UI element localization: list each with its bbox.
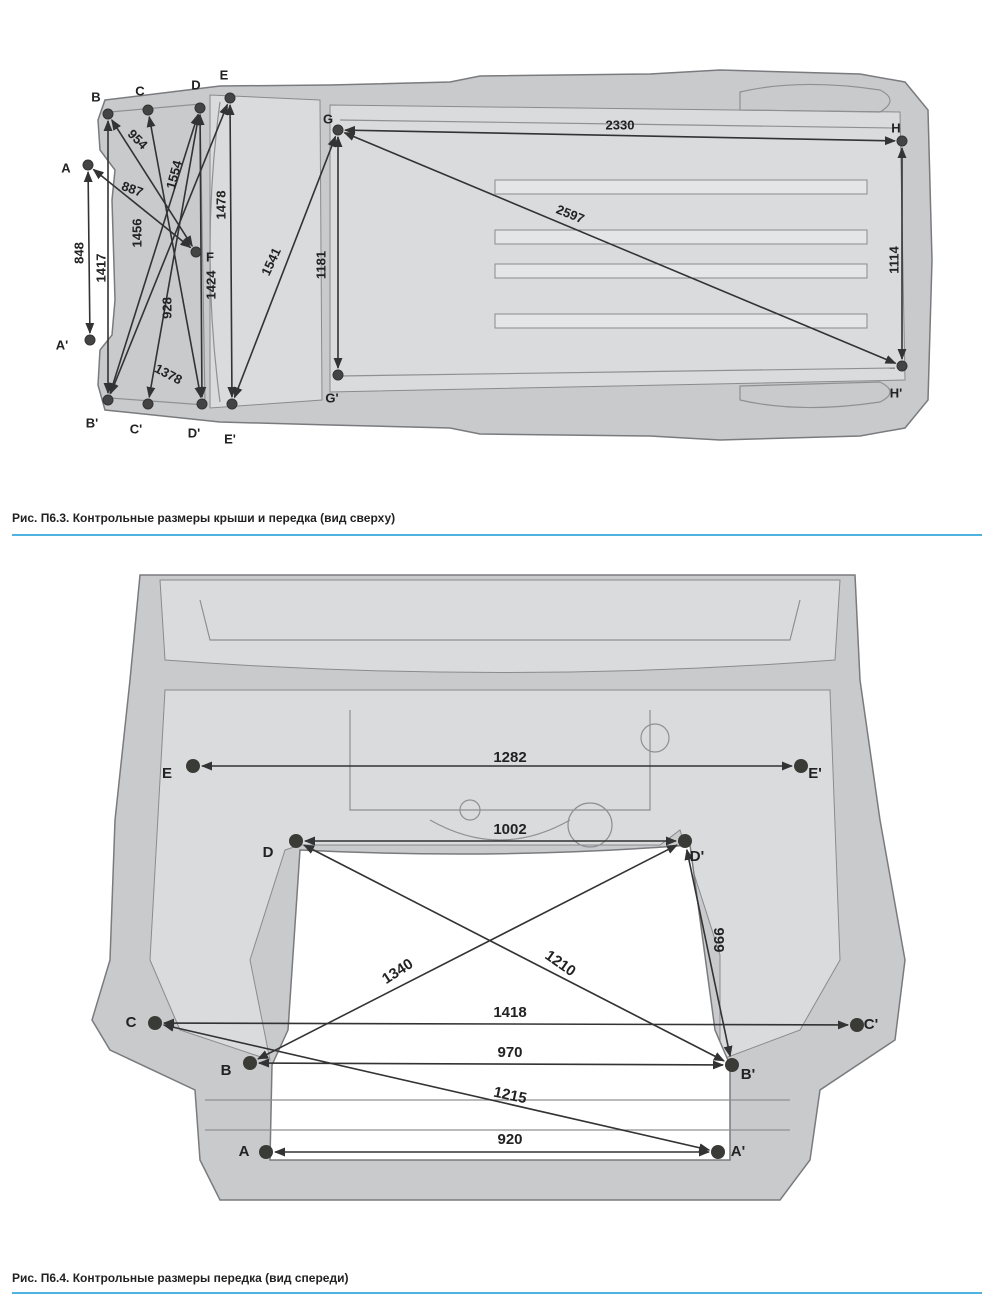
dimension-label: 1424: [203, 270, 218, 300]
point-e-marker: [224, 92, 236, 104]
control-points: A A' B B' C C' D D' E E' F G G' H H': [56, 67, 908, 446]
point-a-marker: [82, 159, 94, 171]
dimension-label: 1181: [313, 251, 328, 279]
point-d-prime-label: D': [690, 848, 704, 865]
point-c-marker: [142, 104, 154, 116]
point-d-marker: [194, 102, 206, 114]
car-body-outline: [97, 69, 933, 441]
point-b-label: B: [221, 1062, 232, 1079]
point-h-prime-label: H': [890, 385, 902, 400]
front-body-outline: [91, 574, 906, 1201]
dimension-label: 1456: [129, 219, 144, 248]
point-d-prime-label: D': [188, 425, 200, 440]
dimension-lines: [162, 761, 850, 1157]
dimension-line-848: [83, 170, 95, 335]
point-e-marker: [186, 759, 200, 773]
point-b-prime-label: B': [741, 1066, 755, 1083]
point-c-prime-label: C': [130, 421, 142, 436]
point-b-marker: [102, 108, 114, 120]
point-b-prime-marker: [725, 1058, 739, 1072]
point-c-prime-label: C': [864, 1016, 878, 1033]
dimension-label: 1282: [493, 749, 526, 766]
point-d-marker: [289, 834, 303, 848]
caption-divider: [12, 1292, 982, 1294]
point-e-prime-label: E': [808, 765, 822, 782]
point-e-prime-marker: [794, 759, 808, 773]
figure-caption-top-view: Рис. П6.3. Контрольные размеры крыши и п…: [12, 511, 396, 525]
figure-caption-front-view: Рис. П6.4. Контрольные размеры передка (…: [12, 1271, 349, 1285]
point-g-prime-marker: [332, 369, 344, 381]
dimension-label: 970: [497, 1044, 522, 1061]
point-f-marker: [190, 246, 202, 258]
figure-top-view: 2330259711141181154114781424155495488714…: [56, 67, 933, 446]
point-a-prime-label: A': [56, 337, 68, 352]
control-points: A A' B B' C C' D D' E E': [126, 759, 878, 1160]
dimension-label: 2330: [606, 117, 635, 132]
caption-divider: [12, 534, 982, 536]
point-d-prime-marker: [678, 834, 692, 848]
dimension-label: 999: [710, 927, 727, 952]
point-e-label: E: [162, 765, 172, 782]
point-c-label: C: [135, 83, 145, 98]
point-a-prime-label: A': [731, 1143, 745, 1160]
dimension-line-1378: [109, 103, 229, 395]
point-f-label: F: [206, 249, 214, 264]
point-d-prime-marker: [196, 398, 208, 410]
point-c-prime-marker: [850, 1018, 864, 1032]
point-a-marker: [259, 1145, 273, 1159]
point-g-marker: [332, 124, 344, 136]
point-b-prime-marker: [102, 394, 114, 406]
dimension-label: 1554: [163, 158, 185, 191]
point-g-prime-label: G': [325, 390, 338, 405]
point-d-label: D: [263, 844, 274, 861]
dimension-line-1478: [225, 103, 237, 399]
point-c-marker: [148, 1016, 162, 1030]
dimension-label: 887: [120, 178, 146, 200]
dimension-label: 1478: [213, 191, 228, 220]
dimension-label: 1114: [886, 245, 901, 273]
point-a-label: A: [239, 1143, 250, 1160]
point-b-prime-label: B': [86, 415, 98, 430]
point-h-label: H: [891, 120, 900, 135]
point-a-prime-marker: [711, 1145, 725, 1159]
dimension-line-1215: [162, 1022, 711, 1153]
point-e-prime-label: E': [224, 431, 236, 446]
point-e-prime-marker: [226, 398, 238, 410]
dimension-lines: [83, 103, 907, 399]
point-b-label: B: [91, 89, 100, 104]
point-b-marker: [243, 1056, 257, 1070]
point-a-prime-marker: [84, 334, 96, 346]
dimension-label: 1002: [493, 821, 526, 838]
dimension-label: 920: [497, 1131, 522, 1148]
point-h-prime-marker: [896, 360, 908, 372]
dimension-line-2597: [343, 131, 897, 365]
dimension-label: 928: [159, 297, 174, 319]
point-c-prime-marker: [142, 398, 154, 410]
dimension-label: 848: [71, 242, 86, 264]
dimension-label: 1418: [493, 1004, 526, 1021]
point-a-label: A: [61, 160, 71, 175]
point-c-label: C: [126, 1014, 137, 1031]
point-h-marker: [896, 135, 908, 147]
dimension-label: 1417: [93, 254, 108, 283]
point-d-label: D: [191, 77, 200, 92]
point-g-label: G: [323, 111, 333, 126]
point-e-label: E: [220, 67, 229, 82]
dimension-line-1541: [233, 135, 337, 399]
dimension-label: 1215: [492, 1084, 528, 1108]
